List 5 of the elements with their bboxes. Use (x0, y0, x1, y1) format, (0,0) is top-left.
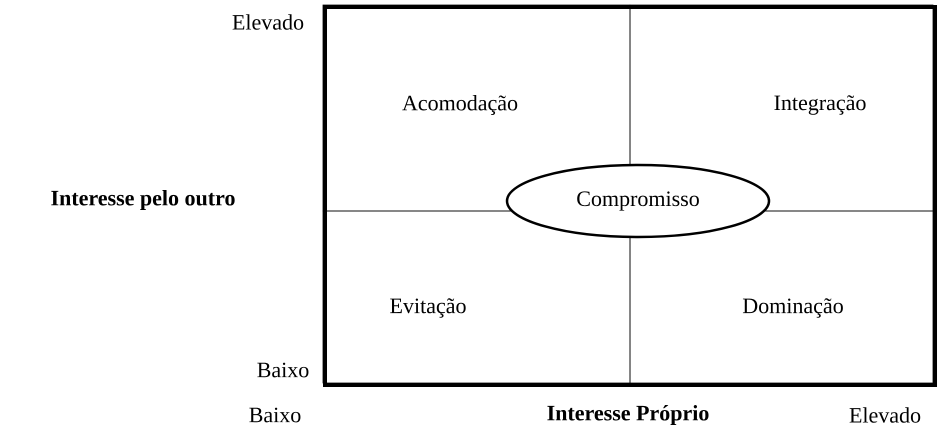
axis-label: Baixo (249, 408, 300, 422)
axis-label: Elevado (850, 407, 920, 423)
frame-box (323, 5, 938, 387)
axis-title: Interesse pelo outro (51, 190, 235, 210)
axis-title: Interesse Próprio (547, 405, 709, 425)
